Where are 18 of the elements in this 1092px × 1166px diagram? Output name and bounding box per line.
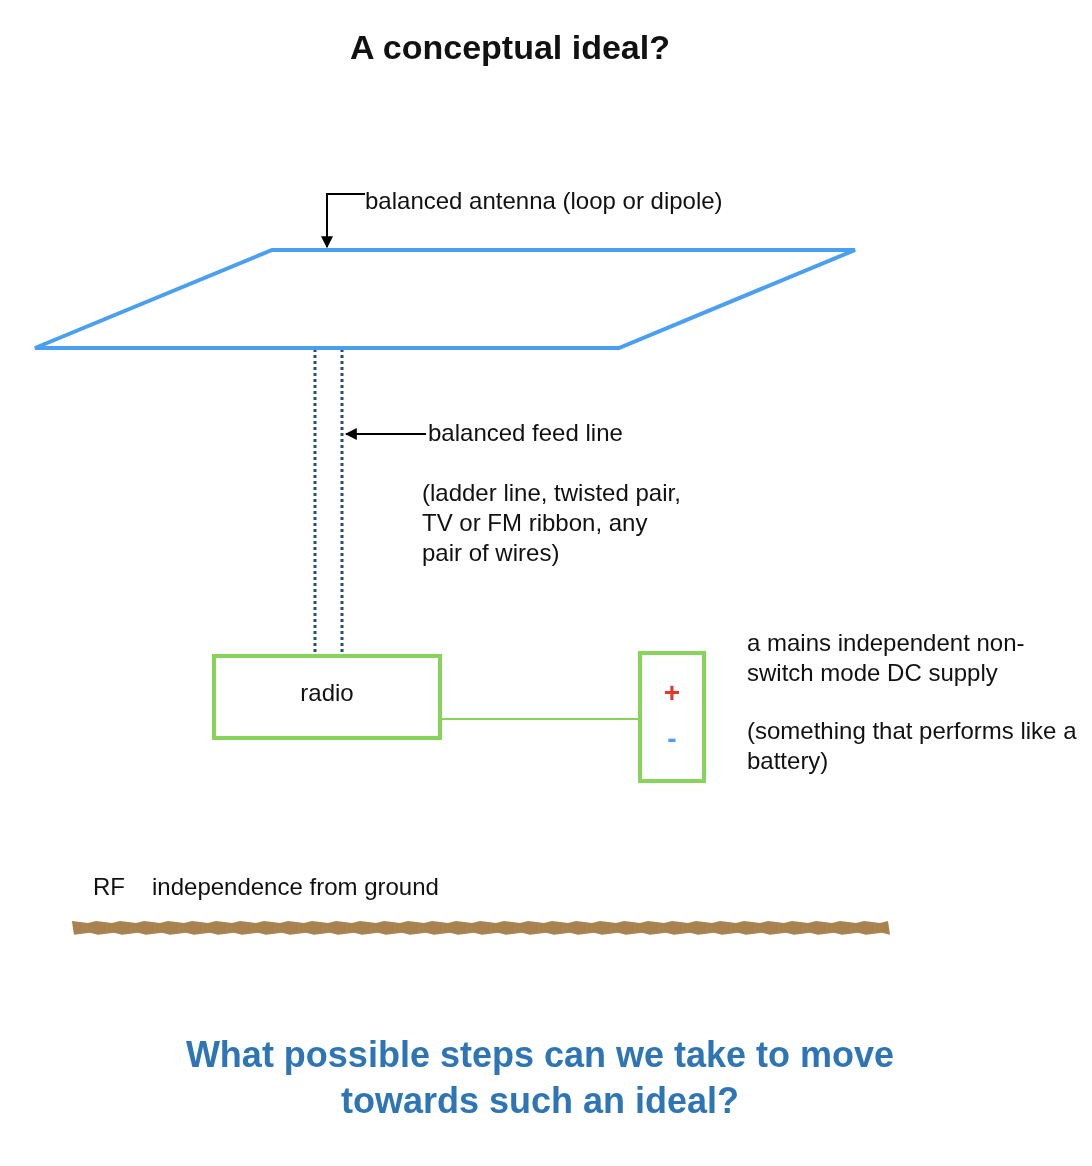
dc-supply-box: [638, 651, 706, 783]
supply-description: a mains independent non-switch mode DC supply: [747, 628, 1026, 688]
minus-sign: -: [666, 723, 678, 755]
supply-description: (something that performs like a battery): [747, 716, 1077, 776]
power-cable: [441, 718, 639, 720]
radio-box: [212, 654, 442, 740]
rf-label: RF: [93, 872, 125, 902]
radio-label: radio: [299, 678, 355, 708]
arrow: [321, 193, 366, 249]
ground-label: independence from ground: [152, 872, 439, 902]
antenna-label: balanced antenna (loop or dipole): [365, 186, 723, 216]
plus-sign: +: [662, 677, 682, 709]
feed-line-note: (ladder line, twisted pair, TV or FM ribbon, any pair of wires): [422, 478, 682, 568]
antenna-drawing: [33, 248, 857, 350]
feed-line-label: balanced feed line: [428, 418, 623, 448]
arrow: [344, 428, 427, 440]
caption: What possible steps can we take to move towards such an ideal?: [184, 1033, 896, 1123]
title: A conceptual ideal?: [349, 28, 671, 67]
